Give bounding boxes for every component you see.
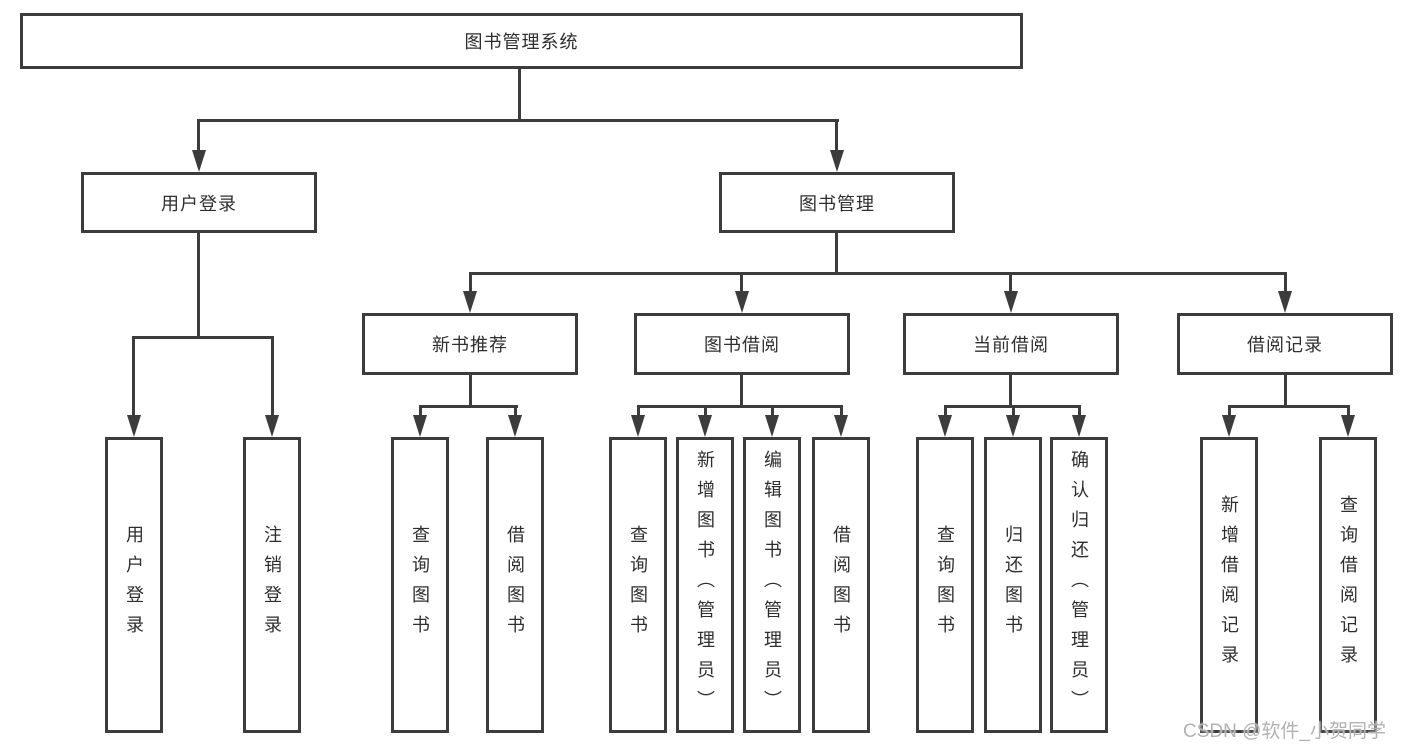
connector-line [518,69,521,120]
connector-line [637,405,843,408]
node-label: 图书管理 [799,193,875,214]
arrow-down-icon [1004,291,1018,313]
connector-line [944,405,947,417]
arrow-down-icon [765,415,779,437]
node-label: 注销登录 [262,525,282,645]
node-label: 查询图书 [628,525,648,645]
leaf-edit-books-admin: 编辑图书（管理员） [743,437,801,733]
leaf-logout: 注销登录 [243,437,301,733]
node-book-borrowing: 图书借阅 [634,313,850,375]
arrow-down-icon [735,291,749,313]
connector-line [132,336,135,416]
connector-line [1228,405,1231,417]
connector-line [637,405,640,417]
node-label: 用户登录 [161,193,237,214]
connector-line [740,272,743,293]
arrow-down-icon [1222,415,1236,437]
node-book-management: 图书管理 [719,172,955,233]
connector-line [469,272,1287,275]
leaf-confirm-return-admin: 确认归还（管理员） [1050,437,1108,733]
leaf-add-borrow-record: 新增借阅记录 [1200,437,1258,733]
connector-line [271,336,274,416]
arrow-down-icon [265,415,279,437]
connector-line [1012,405,1015,417]
arrow-down-icon [938,415,952,437]
leaf-query-books-borrowing: 查询图书 [609,437,667,733]
node-current-borrowing: 当前借阅 [903,313,1119,375]
node-new-book-recommend: 新书推荐 [362,313,578,375]
connector-line [469,375,472,408]
connector-line [740,375,743,408]
leaf-add-books-admin: 新增图书（管理员） [676,437,734,733]
arrow-down-icon [508,415,522,437]
connector-line [1078,405,1081,417]
arrow-down-icon [463,291,477,313]
arrow-down-icon [1072,415,1086,437]
leaf-query-books-recommend: 查询图书 [391,437,449,733]
node-label: 查询图书 [935,525,955,645]
arrow-down-icon [698,415,712,437]
csdn-watermark: CSDN @软件_小贺同学 [1183,721,1386,742]
leaf-return-books: 归还图书 [984,437,1042,733]
connector-line [1347,405,1350,417]
node-label: 新书推荐 [432,335,508,355]
node-label: 新增借阅记录 [1219,495,1239,675]
connector-line [197,119,839,122]
leaf-query-books-current: 查询图书 [916,437,974,733]
arrow-down-icon [1278,291,1292,313]
arrow-down-icon [834,415,848,437]
connector-line [771,405,774,417]
node-user-login: 用户登录 [81,172,317,233]
leaf-borrow-books-recommend: 借阅图书 [486,437,544,733]
node-label: 新增图书（管理员） [695,450,715,720]
connector-line [1009,375,1012,408]
node-label: 图书借阅 [704,335,780,355]
arrow-down-icon [631,415,645,437]
connector-line [469,272,472,293]
leaf-user-login: 用户登录 [105,437,163,733]
node-label: 图书管理系统 [464,32,579,52]
leaf-query-borrow-record: 查询借阅记录 [1319,437,1377,733]
connector-line [419,405,518,408]
node-borrow-records: 借阅记录 [1177,313,1393,375]
connector-line [1228,405,1350,408]
connector-line [840,405,843,417]
connector-line [704,405,707,417]
node-label: 归还图书 [1003,525,1023,645]
node-label: 查询借阅记录 [1338,495,1358,675]
node-label: 确认归还（管理员） [1069,450,1089,720]
node-library-management-system: 图书管理系统 [20,13,1023,69]
arrow-down-icon [1341,415,1355,437]
leaf-borrow-books-borrowing: 借阅图书 [812,437,870,733]
arrow-down-icon [127,415,141,437]
connector-line [835,233,838,274]
connector-line [514,405,517,417]
arrow-down-icon [192,150,206,172]
connector-line [835,119,838,151]
connector-line [197,119,200,151]
connector-line [1009,272,1012,293]
connector-line [419,405,422,417]
node-label: 用户登录 [124,525,144,645]
node-label: 借阅图书 [831,525,851,645]
connector-line [1284,272,1287,293]
connector-line [1284,375,1287,408]
arrow-down-icon [413,415,427,437]
connector-line [197,233,200,337]
arrow-down-icon [830,150,844,172]
node-label: 查询图书 [410,525,430,645]
node-label: 当前借阅 [973,335,1049,355]
arrow-down-icon [1006,415,1020,437]
node-label: 借阅图书 [505,525,525,645]
node-label: 借阅记录 [1247,335,1323,355]
connector-line [132,336,274,339]
node-label: 编辑图书（管理员） [762,450,782,720]
